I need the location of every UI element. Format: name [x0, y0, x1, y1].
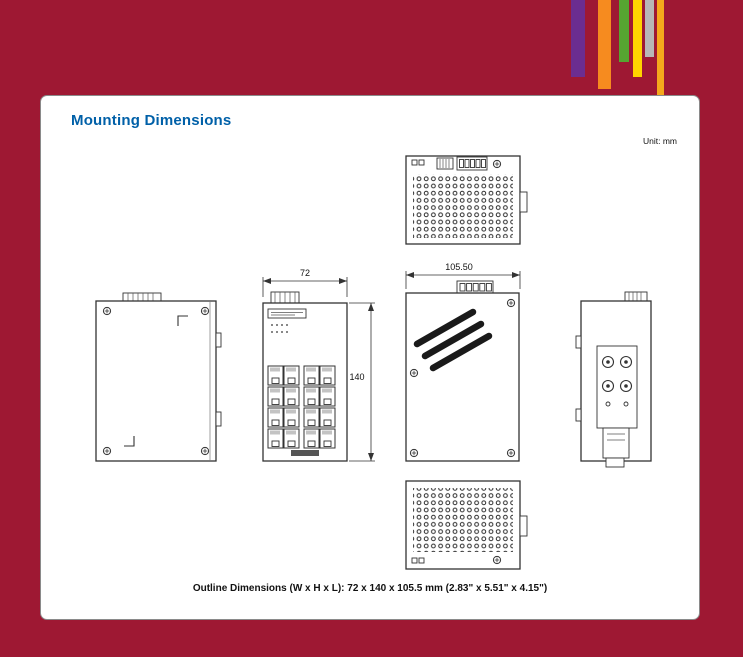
rj45-port: [319, 365, 336, 386]
dimension-height: 140: [349, 302, 375, 462]
screw-icon: [506, 298, 516, 308]
rj45-port: [267, 386, 284, 407]
screw-icon: [506, 448, 516, 458]
rj45-port: [267, 428, 284, 449]
dimension-depth-label: 105.50: [445, 262, 473, 272]
decorative-stripe-amber: [657, 0, 664, 95]
rj45-port: [319, 386, 336, 407]
front-view-drawing: [262, 291, 348, 462]
screw-icon: [619, 379, 633, 393]
screw-icon: [102, 306, 112, 316]
rj45-port: [267, 365, 284, 386]
rear-view-drawing: [405, 280, 520, 462]
screw-icon: [492, 555, 502, 565]
left-side-view-drawing: [95, 292, 222, 462]
screw-icon: [492, 159, 502, 169]
rj45-port: [303, 365, 320, 386]
dimension-width-label: 72: [300, 268, 310, 278]
rj45-port: [267, 407, 284, 428]
corner-mark: [124, 436, 135, 447]
content-card: Mounting Dimensions Unit: mm: [40, 95, 700, 620]
unit-label: Unit: mm: [643, 136, 677, 146]
decorative-stripe-purple: [571, 0, 585, 77]
screw-icon: [601, 379, 615, 393]
screw-icon: [200, 446, 210, 456]
dimension-depth: 105.50: [405, 262, 521, 289]
vent-holes: [413, 488, 513, 552]
page-title: Mounting Dimensions: [71, 112, 232, 129]
screw-icon: [619, 355, 633, 369]
dimension-height-label: 140: [349, 372, 364, 382]
rj45-port: [303, 428, 320, 449]
screw-icon: [409, 368, 419, 378]
vent-holes: [413, 174, 513, 238]
rj45-port: [283, 407, 300, 428]
rj45-port: [303, 407, 320, 428]
heatsink-fins: [413, 308, 493, 372]
rj45-port: [319, 428, 336, 449]
right-side-view-drawing: [575, 291, 652, 468]
brand-label: [267, 308, 307, 319]
screw-icon: [102, 446, 112, 456]
screw-icon: [409, 448, 419, 458]
rj45-port: [303, 386, 320, 407]
rj45-port: [283, 365, 300, 386]
corner-mark: [177, 315, 188, 326]
rj45-port: [283, 386, 300, 407]
led-indicators: [271, 324, 288, 333]
decorative-stripe-yellow: [633, 0, 642, 77]
decorative-stripe-orange: [598, 0, 611, 89]
dimension-width: 72: [262, 268, 348, 297]
din-latch: [602, 427, 630, 468]
bottom-label-strip: [291, 450, 319, 456]
rj45-port: [283, 428, 300, 449]
decorative-stripe-green: [619, 0, 629, 62]
outline-dimensions-caption: Outline Dimensions (W x H x L): 72 x 140…: [192, 583, 548, 594]
top-view-drawing: [405, 155, 528, 245]
bottom-view-drawing: [405, 480, 528, 570]
screw-icon: [200, 306, 210, 316]
screw-icon: [601, 355, 615, 369]
rj45-port: [319, 407, 336, 428]
decorative-stripe-gray: [645, 0, 654, 57]
mounting-dimensions-drawing: 72 105.50 140: [95, 155, 652, 570]
